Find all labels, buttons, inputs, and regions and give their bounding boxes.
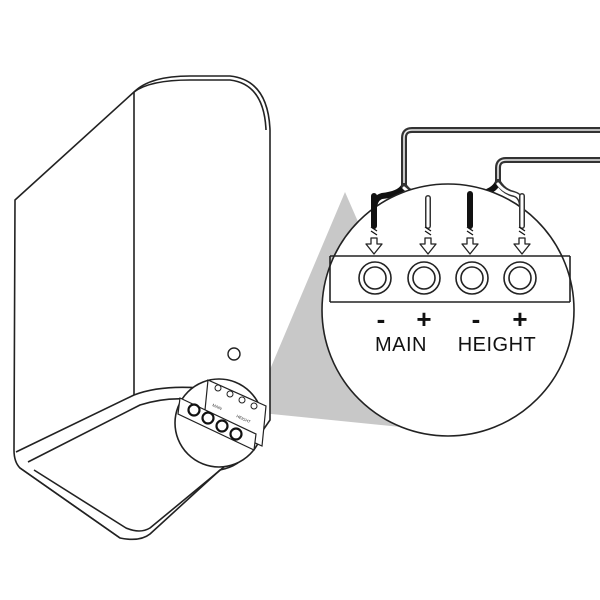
binding-post-height-plus	[503, 261, 537, 295]
speaker-bottom-inner	[33, 461, 231, 532]
small-panel-dot	[250, 402, 258, 410]
arrow-main-minus	[365, 237, 383, 255]
arrow-height-plus	[513, 237, 531, 255]
small-height-label: HEIGHT	[236, 413, 252, 424]
binding-post-height-minus	[455, 261, 489, 295]
main-minus-sign: -	[377, 304, 386, 334]
height-wire-core	[497, 159, 600, 183]
callout-circle	[321, 183, 575, 437]
speaker-top-curve	[133, 79, 267, 131]
arrow-height-minus	[461, 237, 479, 255]
stripped-wire-tips	[370, 226, 526, 236]
height-minus-sign: -	[472, 304, 481, 334]
height-plus-sign: +	[512, 304, 527, 334]
terminal-callout: - + - + MAIN HEIGHT	[321, 183, 575, 437]
binding-posts	[358, 261, 537, 295]
small-binding-post	[187, 403, 201, 417]
arrow-main-plus	[419, 237, 437, 255]
small-panel-plate	[203, 379, 267, 447]
small-panel-dot	[238, 396, 246, 404]
height-wire	[495, 157, 600, 185]
speaker-body	[13, 75, 271, 541]
insertion-arrows	[365, 237, 531, 255]
small-main-label: MAIN	[212, 402, 223, 411]
small-binding-post	[229, 427, 243, 441]
height-label: HEIGHT	[458, 334, 537, 356]
main-wire-core	[403, 129, 600, 187]
speaker-outline	[13, 75, 271, 541]
main-label: MAIN	[375, 334, 427, 356]
speaker-indicator-light	[227, 347, 241, 361]
small-binding-post	[201, 411, 215, 425]
small-terminal-panel: MAIN HEIGHT	[174, 378, 267, 468]
binding-post-main-plus	[407, 261, 441, 295]
speaker-wires	[371, 127, 600, 229]
small-panel-dot	[214, 384, 222, 392]
speaker-bottom-front	[19, 467, 121, 539]
terminal-plate	[329, 255, 571, 303]
binding-post-main-minus	[358, 261, 392, 295]
small-panel-dot	[226, 390, 234, 398]
small-binding-post	[215, 419, 229, 433]
main-plus-sign: +	[416, 304, 431, 334]
